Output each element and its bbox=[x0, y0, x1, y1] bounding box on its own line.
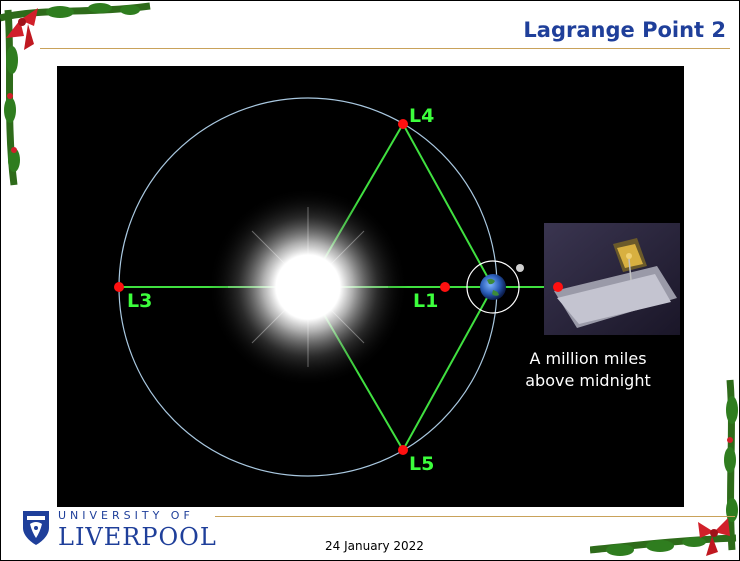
caption-line-1: A million miles bbox=[529, 349, 646, 368]
label-l5: L5 bbox=[409, 453, 434, 475]
sun-icon bbox=[276, 255, 340, 319]
l4-marker bbox=[398, 119, 408, 129]
l5-marker bbox=[398, 445, 408, 455]
diagram-canvas: L3 L1 L4 L5 A million miles above midnig… bbox=[114, 97, 680, 477]
label-l3: L3 bbox=[127, 290, 152, 312]
label-l4: L4 bbox=[409, 105, 434, 127]
slide-title: Lagrange Point 2 bbox=[523, 18, 726, 42]
university-logo: UNIVERSITY OF LIVERPOOL bbox=[22, 508, 216, 551]
footer-rule bbox=[215, 516, 735, 517]
earth-land bbox=[487, 278, 499, 296]
jwst-image bbox=[544, 223, 680, 335]
earth-hill-sphere bbox=[466, 260, 520, 314]
label-l1: L1 bbox=[413, 290, 438, 312]
line-l5-earth bbox=[402, 286, 494, 451]
holly-decoration-bottom-right bbox=[590, 379, 738, 556]
earth-icon bbox=[480, 274, 506, 300]
logo-top-text: UNIVERSITY OF bbox=[58, 509, 194, 522]
title-rule bbox=[40, 48, 730, 49]
l2-marker bbox=[553, 282, 563, 292]
slide-date: 24 January 2022 bbox=[325, 539, 424, 553]
line-l4-earth bbox=[402, 123, 494, 288]
crest-icon bbox=[23, 511, 49, 545]
caption-line-2: above midnight bbox=[525, 371, 651, 390]
lagrange-diagram: L3 L1 L4 L5 A million miles above midnig… bbox=[57, 66, 684, 507]
holly-decoration-top-left bbox=[0, 2, 151, 186]
l1-marker bbox=[440, 282, 450, 292]
l3-marker bbox=[114, 282, 124, 292]
logo-main-text: LIVERPOOL bbox=[58, 523, 217, 551]
moon-icon bbox=[516, 264, 524, 272]
